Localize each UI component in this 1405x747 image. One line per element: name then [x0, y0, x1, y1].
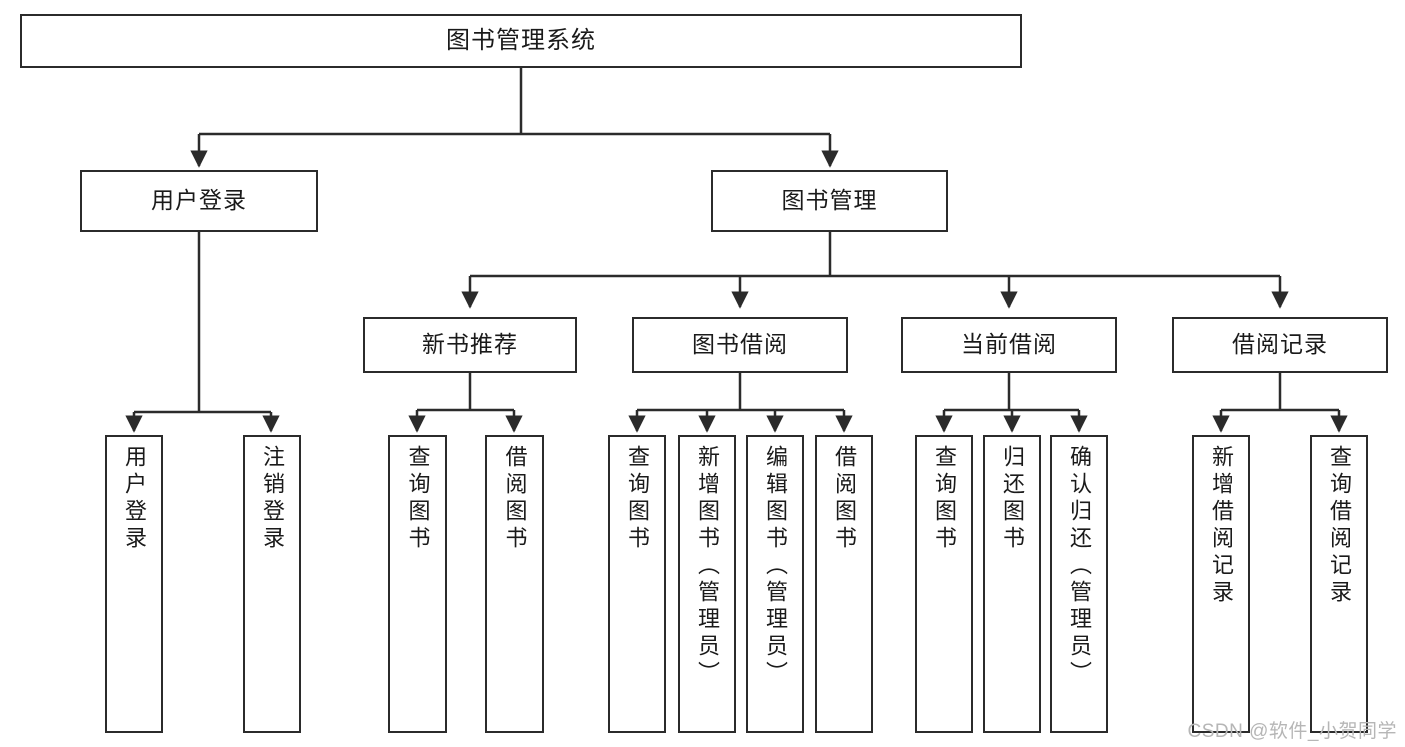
leaf-book-borrowing-edit-book-admin[interactable]: 编辑图书（管理员）: [746, 435, 804, 733]
leaf-current-borrowing-confirm-return-admin[interactable]: 确认归还（管理员）: [1050, 435, 1108, 733]
leaf-borrowing-records-query-record[interactable]: 查询借阅记录: [1310, 435, 1368, 733]
node-user-login[interactable]: 用户登录: [80, 170, 318, 232]
node-book-borrowing[interactable]: 图书借阅: [632, 317, 848, 373]
node-book-management[interactable]: 图书管理: [711, 170, 948, 232]
leaf-borrowing-records-add-record[interactable]: 新增借阅记录: [1192, 435, 1250, 733]
node-borrowing-records[interactable]: 借阅记录: [1172, 317, 1388, 373]
leaf-book-borrowing-borrow-books[interactable]: 借阅图书: [815, 435, 873, 733]
leaf-label: 借阅图书: [502, 445, 528, 553]
watermark-text: CSDN @软件_小贺同学: [1187, 721, 1397, 742]
leaf-label: 确认归还（管理员）: [1067, 445, 1092, 688]
leaf-label: 新增图书（管理员）: [695, 445, 720, 688]
leaf-book-borrowing-query-books[interactable]: 查询图书: [608, 435, 666, 733]
node-root-library-management-system[interactable]: 图书管理系统: [20, 14, 1022, 68]
leaf-user-login-login[interactable]: 用户登录: [105, 435, 163, 733]
node-current-borrowing[interactable]: 当前借阅: [901, 317, 1117, 373]
leaf-label: 归还图书: [1000, 445, 1025, 553]
leaf-current-borrowing-query-books[interactable]: 查询图书: [915, 435, 973, 733]
leaf-user-login-logout[interactable]: 注销登录: [243, 435, 301, 733]
leaf-label: 注销登录: [260, 445, 285, 553]
leaf-new-book-borrow-books[interactable]: 借阅图书: [485, 435, 544, 733]
leaf-book-borrowing-add-book-admin[interactable]: 新增图书（管理员）: [678, 435, 736, 733]
leaf-label: 查询图书: [625, 445, 650, 553]
leaf-label: 查询图书: [405, 445, 431, 553]
leaf-current-borrowing-return-books[interactable]: 归还图书: [983, 435, 1041, 733]
leaf-label: 用户登录: [122, 445, 147, 553]
leaf-label: 查询图书: [932, 445, 957, 553]
leaf-new-book-query-books[interactable]: 查询图书: [388, 435, 447, 733]
leaf-label: 借阅图书: [832, 445, 857, 553]
leaf-label: 查询借阅记录: [1327, 445, 1352, 607]
leaf-label: 新增借阅记录: [1209, 445, 1234, 607]
leaf-label: 编辑图书（管理员）: [763, 445, 788, 688]
node-new-book-recommendation[interactable]: 新书推荐: [363, 317, 577, 373]
